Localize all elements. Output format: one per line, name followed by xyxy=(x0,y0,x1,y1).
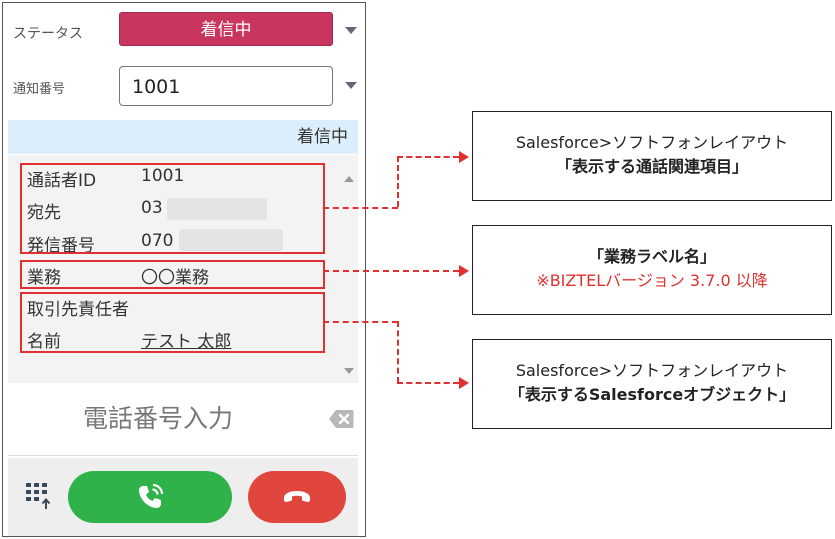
notify-number-label: 通知番号 xyxy=(13,82,66,97)
call-info-area xyxy=(8,155,358,383)
phone-answer-icon xyxy=(139,483,164,508)
notify-number-select[interactable]: 1001 xyxy=(119,66,333,106)
connector-line xyxy=(323,270,459,272)
chevron-down-icon[interactable] xyxy=(345,82,357,89)
callout-call-fields: Salesforce>ソフトフォンレイアウト 「表示する通話関連項目」 xyxy=(472,111,832,201)
name-label: 名前 xyxy=(27,332,61,352)
status-select[interactable]: 着信中 xyxy=(119,12,333,46)
redacted-block xyxy=(167,198,267,220)
name-link[interactable]: テスト 太郎 xyxy=(141,332,232,352)
backspace-icon[interactable] xyxy=(328,409,354,429)
scrollbar[interactable] xyxy=(340,168,356,378)
softphone-panel: ステータス 着信中 通知番号 1001 着信中 通話者ID 1001 宛先 03… xyxy=(2,2,366,537)
origin-number-label: 発信番号 xyxy=(27,236,95,256)
caller-id-value: 1001 xyxy=(141,166,185,186)
connector-line xyxy=(397,321,399,383)
callout-line: Salesforce>ソフトフォンレイアウト xyxy=(515,133,789,152)
connector-line xyxy=(397,156,459,158)
caller-id-label: 通話者ID xyxy=(27,171,97,191)
callout-line: ※BIZTELバージョン 3.7.0 以降 xyxy=(536,271,768,290)
highlight-salesforce-object xyxy=(20,292,325,353)
chevron-down-icon[interactable] xyxy=(345,27,357,34)
callout-line: Salesforce>ソフトフォンレイアウト xyxy=(515,361,789,380)
business-value: 〇〇業務 xyxy=(141,268,209,288)
scroll-down-icon[interactable] xyxy=(344,368,354,374)
callout-line: 「表示する通話関連項目」 xyxy=(555,157,748,176)
callout-line: 「表示するSalesforceオブジェクト」 xyxy=(508,385,796,404)
highlight-business-label xyxy=(20,260,325,289)
connector-line xyxy=(397,156,399,207)
banner-text: 着信中 xyxy=(297,127,348,147)
highlight-call-fields xyxy=(20,163,325,254)
status-banner: 着信中 xyxy=(8,120,358,154)
destination-value: 03 xyxy=(141,198,163,218)
scroll-up-icon[interactable] xyxy=(344,176,354,182)
arrow-right-icon xyxy=(459,377,469,389)
redacted-block xyxy=(179,229,283,251)
callout-line: 「業務ラベル名」 xyxy=(587,247,716,266)
phone-hangup-icon xyxy=(284,491,310,502)
hangup-button[interactable] xyxy=(248,471,346,523)
dial-input-placeholder: 電話番号入力 xyxy=(82,404,233,433)
call-controls xyxy=(8,458,358,536)
connector-line xyxy=(397,382,459,384)
destination-label: 宛先 xyxy=(27,203,61,223)
status-label: ステータス xyxy=(13,26,83,42)
arrow-right-icon xyxy=(459,151,469,163)
dial-input[interactable]: 電話番号入力 xyxy=(8,383,358,456)
callout-business-label: 「業務ラベル名」 ※BIZTELバージョン 3.7.0 以降 xyxy=(472,225,832,315)
origin-number-value: 070 xyxy=(141,231,174,251)
account-owner-label: 取引先責任者 xyxy=(27,300,129,320)
connector-line xyxy=(323,207,398,209)
business-label: 業務 xyxy=(27,268,61,288)
answer-call-button[interactable] xyxy=(68,471,232,523)
arrow-right-icon xyxy=(459,265,469,277)
connector-line xyxy=(323,321,398,323)
callout-salesforce-object: Salesforce>ソフトフォンレイアウト 「表示するSalesforceオブ… xyxy=(472,339,832,429)
keypad-icon[interactable] xyxy=(24,480,56,510)
